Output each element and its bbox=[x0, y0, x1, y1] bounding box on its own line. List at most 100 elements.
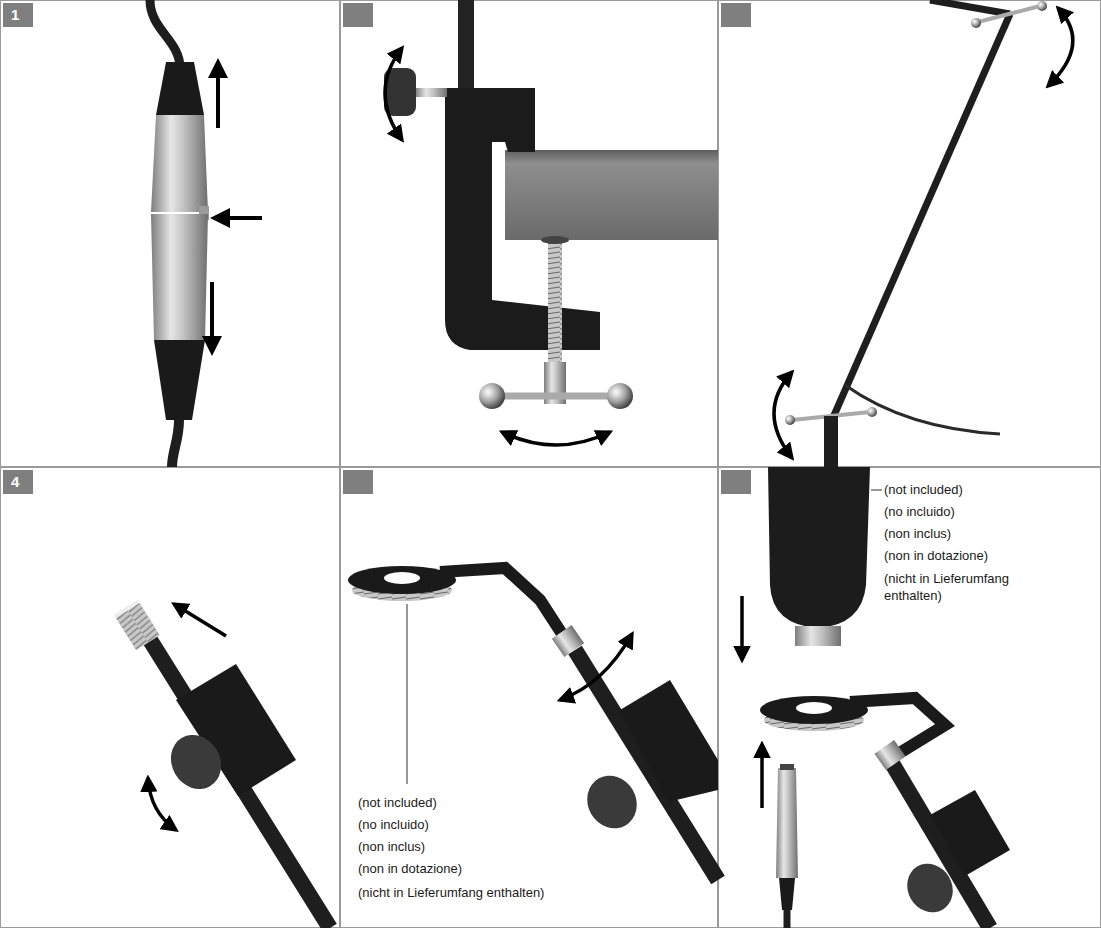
availability-note: (nicht in Lieferumfang enthalten) bbox=[357, 884, 545, 901]
xlr-connector bbox=[151, 214, 208, 340]
boom-arm bbox=[978, 6, 1040, 22]
mic-mount-assembly bbox=[795, 626, 841, 646]
availability-note: (nicht in Lieferumfang enthalten) bbox=[883, 570, 1045, 604]
availability-note: (non inclus) bbox=[883, 525, 952, 542]
panel-frame bbox=[341, 1, 718, 467]
availability-note: (not included) bbox=[883, 481, 964, 498]
boom-arm bbox=[845, 385, 1000, 434]
desk-clamp bbox=[445, 88, 600, 350]
boom-arm bbox=[1037, 1, 1047, 11]
leader-line bbox=[407, 604, 408, 784]
step-badge bbox=[721, 470, 751, 494]
rotation-arrow bbox=[385, 48, 610, 445]
desk-clamp bbox=[458, 0, 474, 95]
mic-mount-assembly bbox=[779, 878, 795, 910]
mic-mount-assembly bbox=[784, 910, 791, 928]
thread-adapter bbox=[161, 726, 231, 798]
panel-frame bbox=[719, 468, 1101, 928]
mic-clip bbox=[348, 566, 456, 594]
rotation-arrow bbox=[560, 634, 632, 700]
desk-clamp bbox=[541, 236, 569, 244]
direction-arrow bbox=[216, 62, 220, 128]
xlr-connector bbox=[151, 115, 208, 212]
availability-note: (not included) bbox=[357, 794, 438, 811]
boom-arm bbox=[930, 0, 1010, 14]
direction-arrow bbox=[740, 596, 744, 660]
panel-frame bbox=[341, 468, 718, 928]
mic-mount-assembly bbox=[898, 855, 961, 920]
leader-line bbox=[407, 604, 408, 784]
rotation-arrow bbox=[502, 432, 610, 445]
panel-frame bbox=[1, 1, 340, 467]
mic-mount-assembly bbox=[796, 702, 832, 714]
step-number: 4 bbox=[11, 470, 25, 494]
step-badge bbox=[343, 3, 373, 27]
mic-mount-assembly bbox=[760, 696, 868, 724]
direction-arrow bbox=[148, 604, 226, 830]
xlr-connector bbox=[150, 0, 180, 68]
direction-arrow bbox=[148, 778, 176, 830]
direction-arrow bbox=[214, 216, 262, 220]
boom-arm bbox=[785, 415, 795, 425]
availability-note: (no incluido) bbox=[357, 816, 430, 833]
xlr-connector bbox=[172, 420, 179, 467]
desk-clamp bbox=[498, 393, 612, 400]
mic-mount-assembly bbox=[780, 764, 794, 770]
mic-mount-assembly bbox=[930, 790, 1010, 876]
xlr-connector bbox=[156, 62, 204, 115]
rotation-arrow bbox=[385, 48, 402, 140]
availability-note: (non in dotazione) bbox=[883, 547, 989, 564]
direction-arrow bbox=[210, 282, 214, 352]
step-badge bbox=[721, 3, 751, 27]
desk-clamp bbox=[607, 383, 633, 409]
desk-clamp bbox=[415, 88, 447, 97]
mic-clip bbox=[384, 572, 420, 584]
mic-clip bbox=[575, 650, 718, 880]
desk-clamp bbox=[548, 240, 562, 365]
mic-mount-assembly bbox=[776, 768, 798, 878]
step-badge bbox=[343, 470, 373, 494]
rotation-arrow bbox=[560, 634, 632, 700]
desk-clamp bbox=[384, 0, 718, 409]
xlr-connector bbox=[150, 0, 209, 467]
rotation-arrow bbox=[774, 8, 1073, 458]
step-badge: 4 bbox=[3, 470, 33, 494]
step-number: 1 bbox=[11, 3, 25, 27]
thread-adapter bbox=[114, 600, 330, 928]
thread-adapter bbox=[114, 600, 140, 618]
desk-clamp bbox=[479, 383, 505, 409]
direction-arrow bbox=[760, 744, 764, 808]
boom-arm bbox=[785, 0, 1047, 467]
desk-clamp bbox=[505, 150, 718, 240]
boom-arm bbox=[824, 416, 838, 467]
mic-clip bbox=[348, 566, 718, 880]
mic-clip bbox=[552, 625, 584, 657]
panel-frame bbox=[719, 1, 1101, 467]
step-badge bbox=[343, 3, 751, 494]
mic-clip bbox=[620, 680, 718, 802]
availability-note: (no incluido) bbox=[883, 503, 956, 520]
mic-mount-assembly bbox=[874, 740, 905, 770]
availability-note: (non inclus) bbox=[357, 838, 426, 855]
boom-arm bbox=[971, 18, 981, 28]
rotation-arrow bbox=[1048, 8, 1073, 86]
direction-arrow bbox=[174, 604, 226, 636]
mic-mount-assembly bbox=[760, 467, 1010, 928]
mic-clip bbox=[440, 568, 566, 640]
boom-arm bbox=[867, 407, 877, 417]
boom-arm bbox=[832, 14, 1010, 420]
rotation-arrow bbox=[774, 372, 792, 458]
thread-adapter bbox=[115, 601, 160, 650]
direction-arrow bbox=[212, 62, 262, 352]
panel-frame bbox=[1, 468, 340, 928]
direction-arrow bbox=[742, 596, 762, 808]
xlr-connector bbox=[154, 340, 205, 420]
availability-note: (non in dotazione) bbox=[357, 860, 463, 877]
thread-adapter bbox=[150, 640, 330, 928]
mic-clip bbox=[578, 767, 647, 838]
thread-adapter bbox=[114, 600, 160, 650]
step-badge: 1 bbox=[3, 3, 33, 27]
